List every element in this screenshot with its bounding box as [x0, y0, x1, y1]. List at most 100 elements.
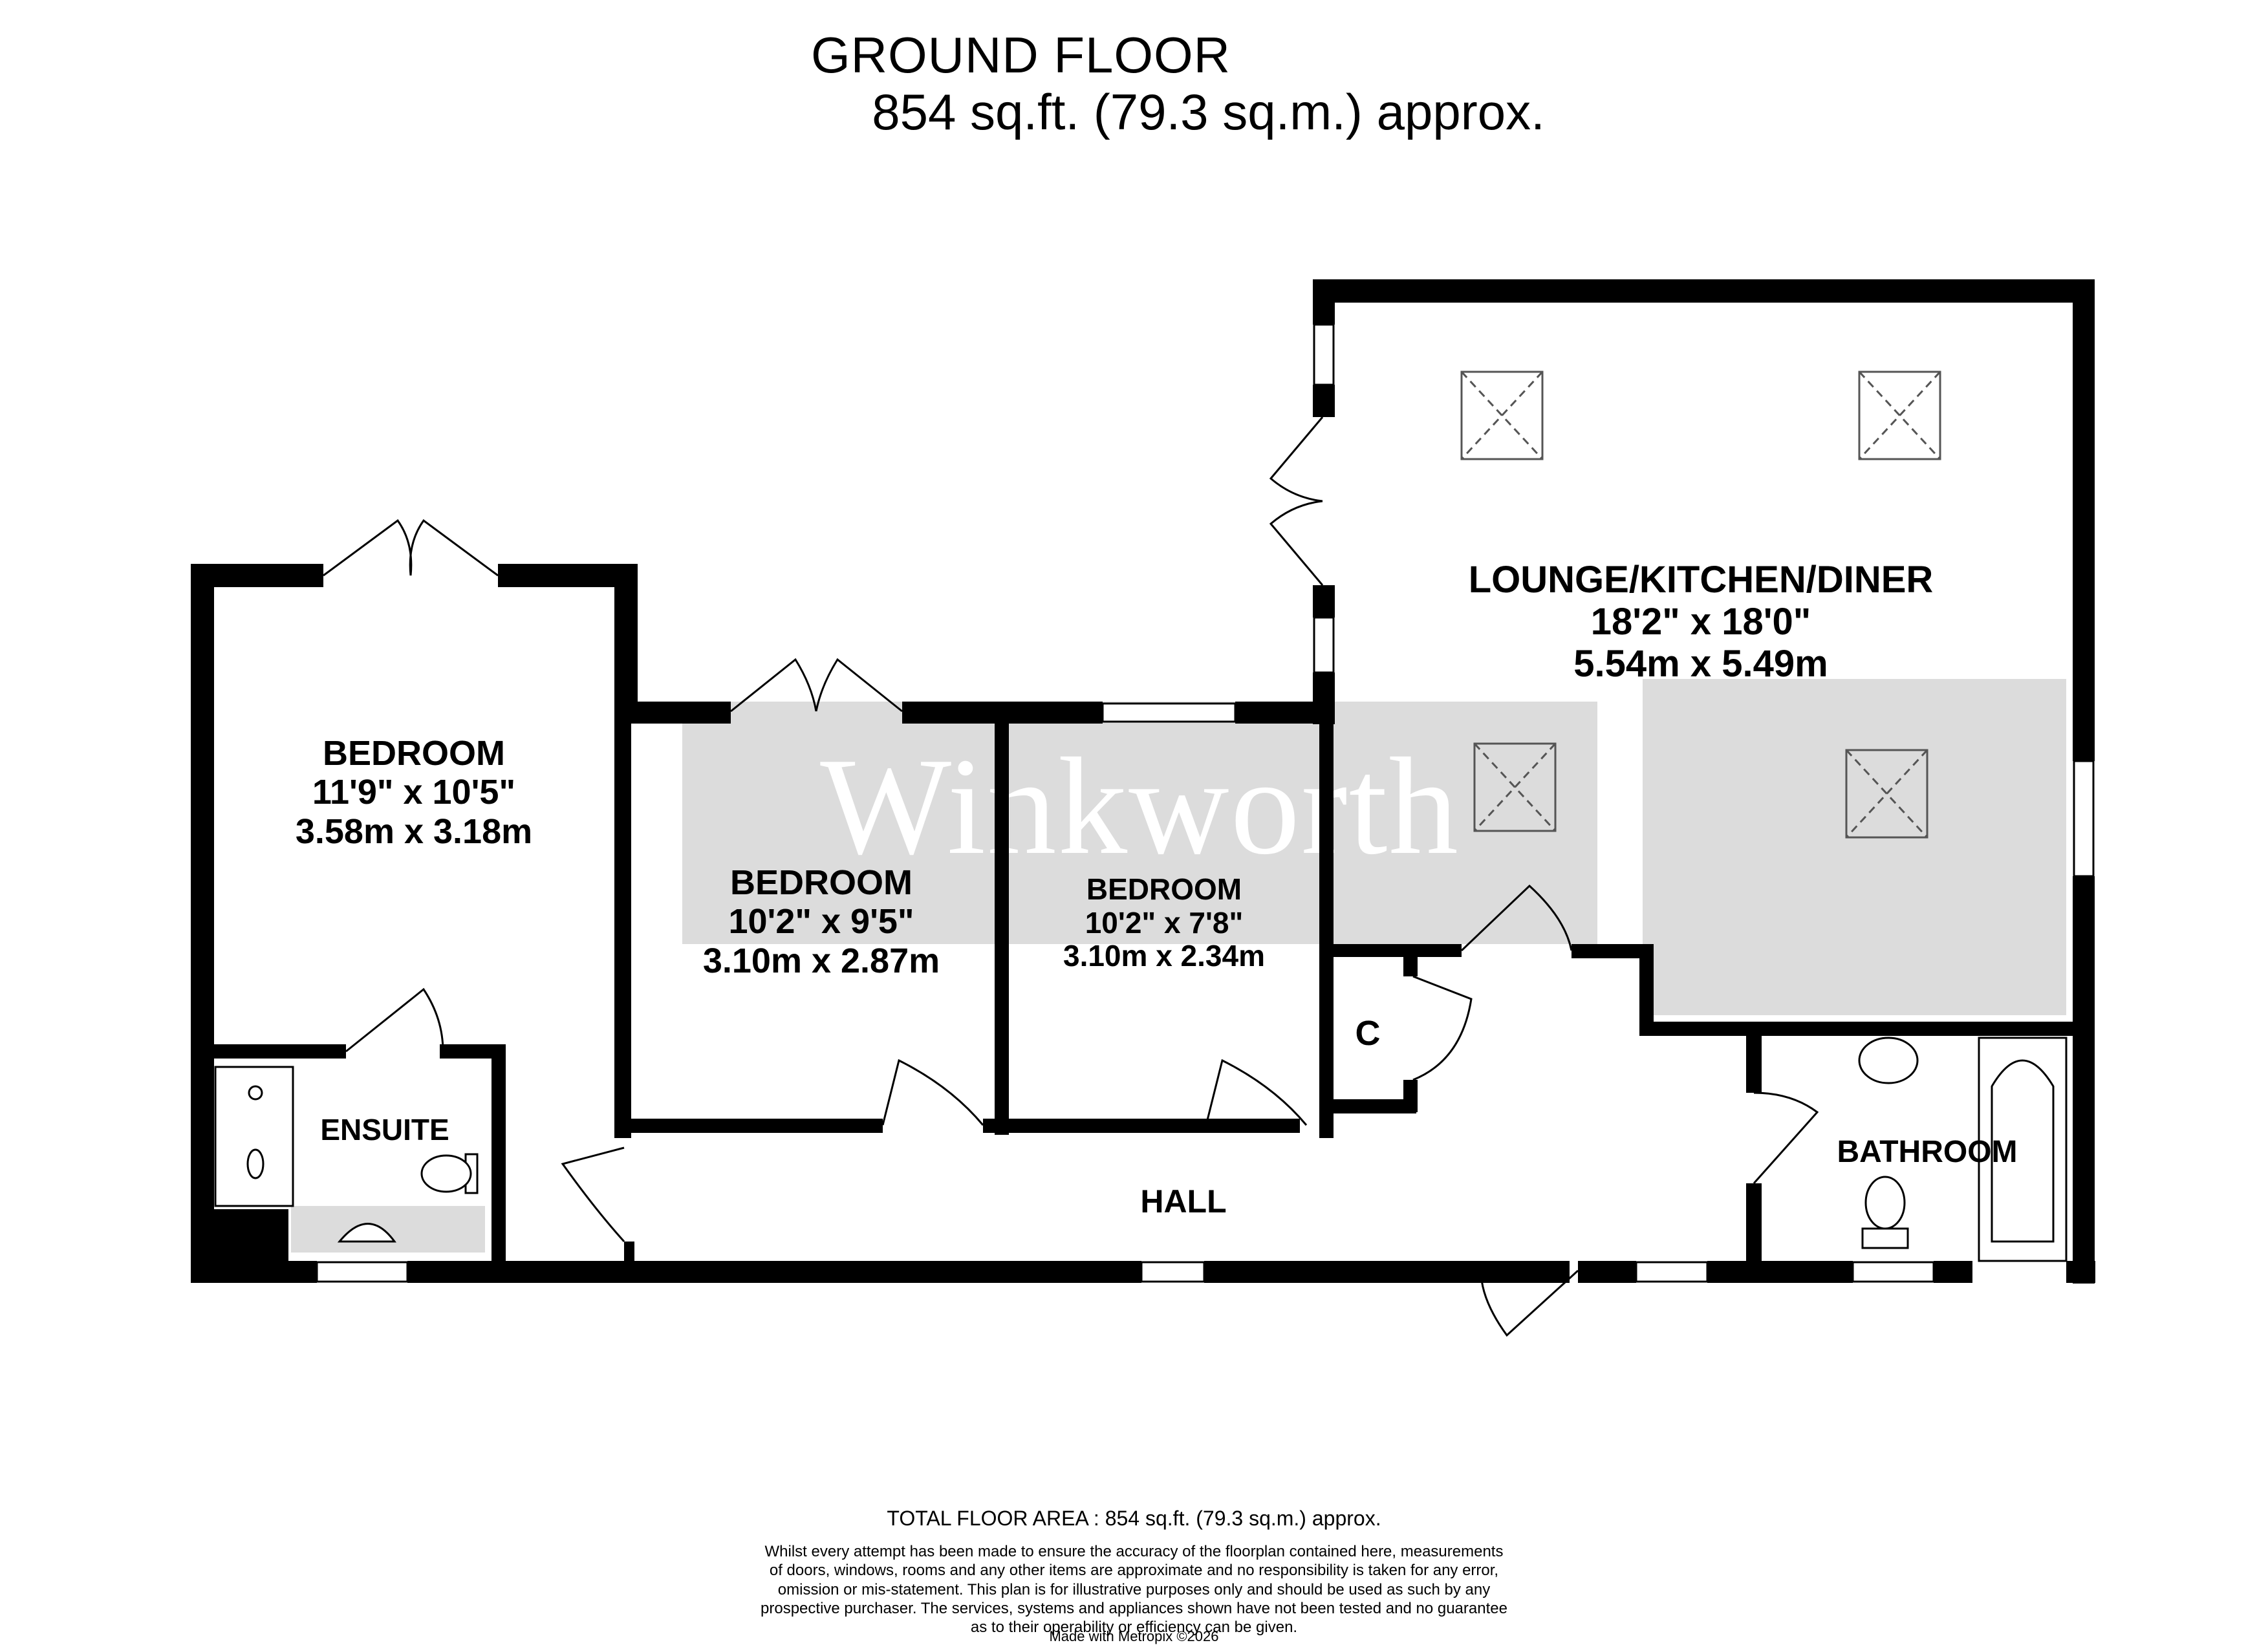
lounge-name: LOUNGE/KITCHEN/DINER [1468, 559, 1934, 601]
wall [1403, 1080, 1418, 1112]
wall [214, 1209, 288, 1264]
wall [1313, 672, 1335, 724]
wall [1313, 585, 1335, 618]
window [1635, 1261, 1709, 1283]
bedroom2-name: BEDROOM [730, 863, 913, 902]
ensuite-sink [337, 1223, 396, 1243]
wall [1319, 944, 1462, 957]
bathroom-cistern [1861, 1227, 1909, 1249]
lounge-kitchen-area-shade [1643, 679, 2066, 1015]
ensuite-vanity-shade [291, 1206, 485, 1253]
bedroom2-label: BEDROOM 10'2" x 9'5" 3.10m x 2.87m [666, 863, 977, 980]
wall [1204, 1261, 1570, 1283]
skylight [1460, 371, 1544, 460]
lounge-imperial: 18'2" x 18'0" [1590, 600, 1811, 643]
windows [316, 323, 2095, 1283]
wall [191, 1261, 317, 1283]
skylight [1858, 371, 1941, 460]
lounge-label: LOUNGE/KITCHEN/DINER 18'2" x 18'0" 5.54m… [1452, 559, 1950, 685]
wall [621, 702, 731, 724]
door [815, 658, 903, 713]
shower-head [246, 1148, 265, 1179]
made-with-credit: Made with Metropix ©2026 [1049, 1628, 1219, 1644]
wall [624, 1242, 634, 1267]
shower-drain [248, 1085, 263, 1101]
doors [323, 416, 1819, 1337]
ensuite-label: ENSUITE [320, 1113, 449, 1146]
walls [191, 279, 2095, 1284]
window [1313, 616, 1335, 674]
door [409, 519, 499, 577]
wall [1313, 279, 2092, 303]
bedroom1-label: BEDROOM 11'9" x 10'5" 3.58m x 3.18m [259, 734, 569, 851]
door [1480, 1269, 1579, 1337]
door [1269, 416, 1324, 502]
bathroom-sink [1858, 1037, 1919, 1084]
door [1460, 884, 1573, 952]
wall [491, 1044, 506, 1271]
bedroom3-label: BEDROOM 10'2" x 7'8" 3.10m x 2.34m [1022, 872, 1306, 973]
wall [407, 1261, 1141, 1283]
bedroom2-metric: 3.10m x 2.87m [702, 941, 940, 980]
window [1313, 323, 1335, 386]
hall-label: HALL [1140, 1183, 1227, 1220]
door [881, 1059, 984, 1126]
bedroom1-name: BEDROOM [323, 734, 505, 773]
window [1852, 1261, 1935, 1283]
wall [440, 1044, 504, 1059]
wall [191, 564, 214, 1282]
bedroom3-imperial: 10'2" x 7'8" [1085, 905, 1244, 940]
wall [995, 702, 1009, 1135]
wall [2073, 279, 2095, 761]
skylight [1473, 742, 1557, 832]
wall [1319, 718, 1334, 1138]
door [1753, 1091, 1819, 1184]
total-floor-area: TOTAL FLOOR AREA : 854 sq.ft. (79.3 sq.m… [887, 1507, 1381, 1530]
door [730, 658, 817, 713]
wall [1403, 944, 1418, 976]
door [1205, 1059, 1308, 1126]
wall [1639, 1022, 2086, 1036]
watermark-banner: Winkworth [682, 702, 1597, 944]
wall [2073, 876, 2095, 1284]
floor-area-subtitle: 854 sq.ft. (79.3 sq.m.) approx. [872, 83, 1545, 140]
floor-title: GROUND FLOOR [810, 27, 1231, 83]
bedroom3-name: BEDROOM [1086, 872, 1242, 906]
wall [1746, 1183, 1762, 1280]
bedroom1-imperial: 11'9" x 10'5" [312, 773, 516, 812]
wall [621, 1119, 883, 1133]
wall [1934, 1261, 1972, 1283]
window [316, 1261, 409, 1283]
bedroom3-metric: 3.10m x 2.34m [1063, 939, 1265, 973]
wall [1578, 1261, 1636, 1283]
skylight [1845, 749, 1928, 839]
bedroom1-metric: 3.58m x 3.18m [295, 812, 533, 851]
cupboard-label: C [1355, 1014, 1381, 1053]
wall [191, 564, 323, 587]
bathtub-basin [1991, 1059, 2055, 1243]
fixtures [214, 1037, 2068, 1262]
wall [983, 1119, 1300, 1133]
skylights [1460, 371, 1941, 839]
bathroom-toilet [1864, 1176, 1906, 1230]
lounge-metric: 5.54m x 5.49m [1573, 642, 1828, 685]
door [323, 519, 413, 577]
wall [1319, 1099, 1416, 1113]
door [1412, 975, 1473, 1081]
window [1140, 1261, 1205, 1283]
wall [1707, 1261, 1853, 1283]
wall [1746, 1022, 1762, 1093]
window [2073, 760, 2095, 877]
wall [1639, 944, 1654, 1035]
ensuite-toilet [420, 1154, 472, 1193]
wall [1313, 279, 1335, 325]
watermark-brand: Winkworth [820, 729, 1460, 883]
door [561, 1146, 625, 1243]
wall [1313, 385, 1335, 417]
window [1101, 702, 1237, 723]
door [1269, 500, 1324, 586]
wall [191, 1044, 346, 1059]
disclaimer: Whilst every attempt has been made to en… [761, 1543, 1507, 1637]
bedroom2-imperial: 10'2" x 9'5" [728, 902, 914, 941]
